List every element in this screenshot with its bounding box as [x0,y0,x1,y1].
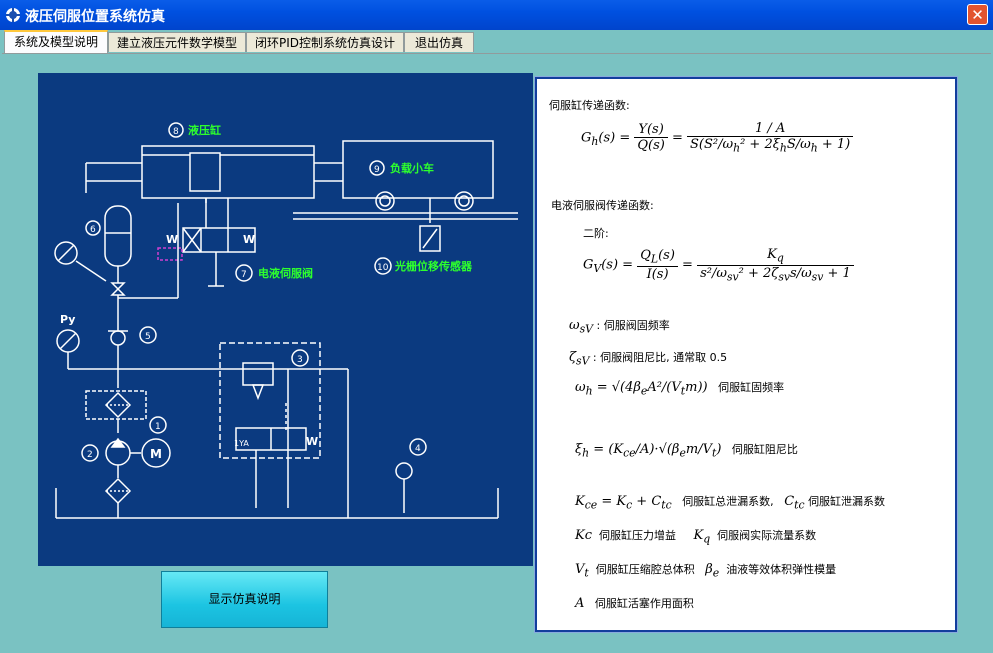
zh-row: ξh = (Kce/A)·√(βem/Vt) 伺服缸阻尼比 [575,442,798,460]
load-cart [293,140,518,220]
zh-description: 伺服缸阻尼比 [731,443,798,456]
tab-closed-loop-pid[interactable]: 闭环PID控制系统仿真设计 [246,32,404,52]
sensor-label: 光栅位移传感器 [394,259,473,273]
accumulator-number-circle [85,220,101,236]
sensor-number-circle [374,257,392,275]
a-row: A 伺服缸活塞作用面积 [575,596,694,611]
second-order-label: 二阶: [583,227,609,240]
motor-label: M [150,447,162,461]
accumulator [104,205,132,318]
ctc-description: 伺服缸泄漏系数 [808,495,886,508]
title-bar: 液压伺服位置系统仿真 ✕ [0,0,993,30]
w-sv-row: ωsV : 伺服阀固频率 [569,318,670,336]
tab-system-model-description[interactable]: 系统及模型说明 [4,30,108,54]
close-button[interactable]: ✕ [967,4,988,25]
grating-displacement-sensor [419,198,441,252]
valve-spring-left: W [166,233,178,246]
filter-number: 1 [155,422,161,432]
relief-valve-label: 1YA [234,439,249,448]
kce-description: 伺服缸总泄漏系数, [682,495,774,508]
tank-number: 4 [415,444,421,454]
sensor-number: 10 [377,263,389,273]
valve-spring-right: W [243,233,255,246]
show-simulation-description-button[interactable]: 显示仿真说明 [161,571,328,628]
cylinder-number: 8 [173,127,179,137]
vt-description: 伺服缸压缩腔总体积 [595,563,695,576]
pressure-gauge [54,241,107,353]
cylinder-tf-title: 伺服缸传递函数: [549,99,630,112]
pump-number: 2 [87,450,93,460]
relief-valve [219,342,321,508]
check-valve-number-circle [139,326,157,344]
cylinder-label: 液压缸 [188,123,221,137]
z-sv-description: 伺服阀阻尼比, 通常取 0.5 [600,351,728,364]
valve-number: 7 [241,270,247,280]
cart-label: 负载小车 [390,161,434,175]
tank [55,369,499,519]
wh-description: 伺服缸固频率 [718,381,785,394]
tab-strip: 系统及模型说明 建立液压元件数学模型 闭环PID控制系统仿真设计 退出仿真 [0,30,993,54]
valve-label: 电液伺服阀 [258,266,313,280]
kc-row: Kc 伺服缸压力增益 Kq 伺服阀实际流量系数 [575,528,817,546]
kce-row: Kce = Kc + Ctc 伺服缸总泄漏系数, Ctc 伺服缸泄漏系数 [575,494,886,512]
be-description: 油液等效体积弹性模量 [726,563,837,576]
relief-number-circle [291,349,309,367]
cart-number-circle [369,160,385,176]
tab-exit-simulation[interactable]: 退出仿真 [404,32,474,52]
cylinder-number-circle [168,122,184,138]
tank-number-circle [409,438,427,456]
pump-number-circle [81,444,99,462]
wh-row: ωh = √(4βeA²/(Vtm)) 伺服缸固频率 [575,380,785,398]
hydraulic-cylinder [85,145,343,199]
relief-spring-label: W [306,435,318,448]
tab-build-hydraulic-models[interactable]: 建立液压元件数学模型 [108,32,246,52]
check-valve-number: 5 [145,332,151,342]
window-title: 液压伺服位置系统仿真 [25,9,165,25]
kq-description: 伺服阀实际流量系数 [717,529,817,542]
cart-number: 9 [374,165,380,175]
relief-number: 3 [297,355,303,365]
a-description: 伺服缸活塞作用面积 [594,597,694,610]
kc-description: 伺服缸压力增益 [599,529,676,542]
z-sv-row: ζsV : 伺服阀阻尼比, 通常取 0.5 [569,350,728,368]
hydraulic-system-diagram: 8 液压缸 9 负载小车 10 光栅位移传感器 W W 7 电液伺服阀 [38,73,533,566]
filter [85,390,147,433]
valve-tf-title: 电液伺服阀传递函数: [551,199,654,212]
w-sv-description: 伺服阀固频率 [603,319,670,332]
app-icon [6,8,20,22]
filter-number-circle [149,416,167,434]
check-valve [108,318,128,388]
vt-row: Vt 伺服缸压缩腔总体积 βe 油液等效体积弹性模量 [575,562,837,580]
py-label: Py [60,313,75,326]
pump [104,437,171,518]
accumulator-number: 6 [90,225,96,235]
valve-number-circle [235,264,253,282]
